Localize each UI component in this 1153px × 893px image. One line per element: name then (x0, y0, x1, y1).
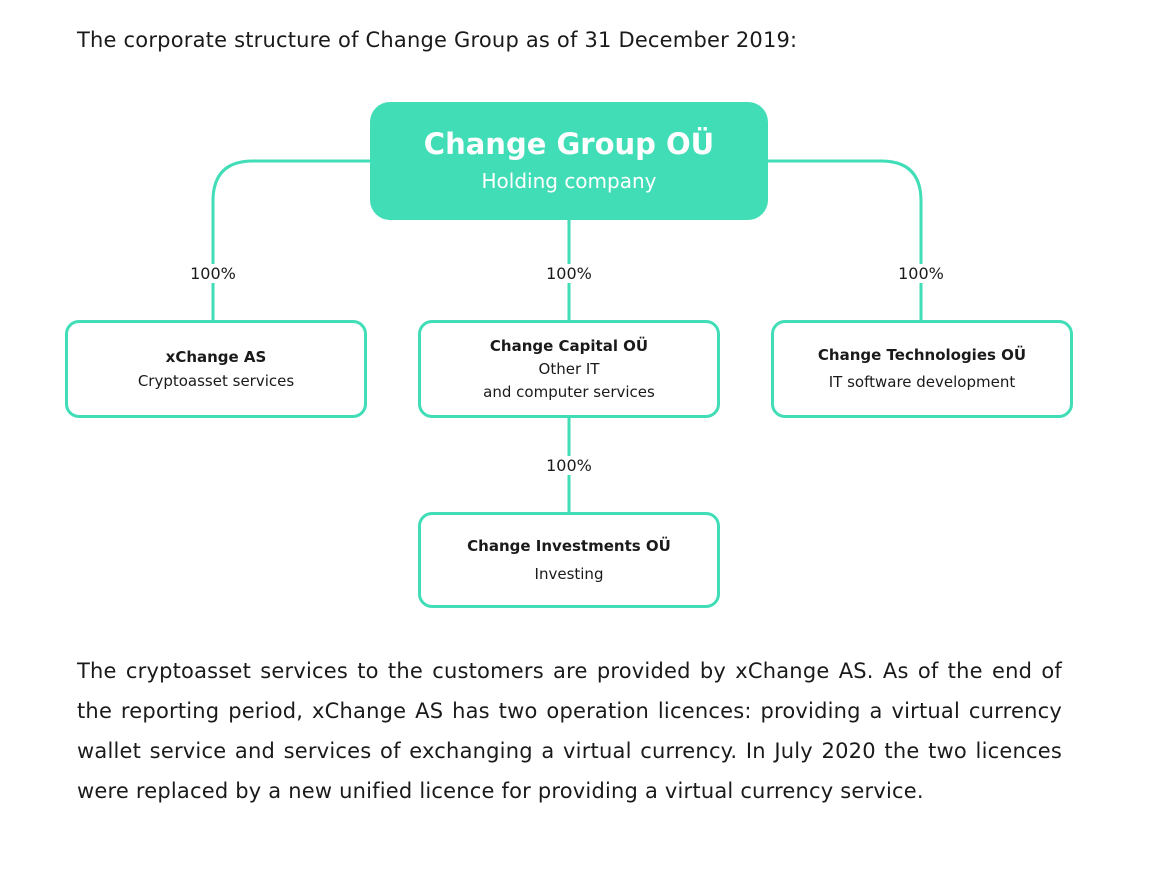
root-company-name: Change Group OÜ (423, 127, 715, 161)
company-name: Change Investments OÜ (467, 537, 671, 555)
company-box-investments: Change Investments OÜ Investing (418, 512, 720, 608)
root-company-desc: Holding company (481, 169, 657, 193)
company-box-xchange: xChange AS Cryptoasset services (65, 320, 367, 418)
company-desc: Cryptoasset services (137, 372, 295, 390)
body-paragraph: The cryptoasset services to the customer… (77, 659, 1062, 803)
company-desc: Investing (534, 565, 604, 583)
root-company-box: Change Group OÜ Holding company (370, 102, 768, 220)
share-label-capital: 100% (542, 264, 596, 283)
company-name: Change Technologies OÜ (817, 346, 1027, 364)
company-name: xChange AS (165, 348, 267, 366)
company-box-technologies: Change Technologies OÜ IT software devel… (771, 320, 1073, 418)
company-desc: IT software development (828, 373, 1016, 391)
connector-left (211, 159, 370, 320)
share-label-xchange: 100% (186, 264, 240, 283)
connector-right (768, 159, 923, 320)
intro-text: The corporate structure of Change Group … (77, 28, 798, 52)
share-label-technologies: 100% (894, 264, 948, 283)
company-desc: Other IT and computer services (483, 359, 655, 401)
company-box-capital: Change Capital OÜ Other IT and computer … (418, 320, 720, 418)
share-label-investments: 100% (542, 456, 596, 475)
company-name: Change Capital OÜ (489, 336, 649, 355)
